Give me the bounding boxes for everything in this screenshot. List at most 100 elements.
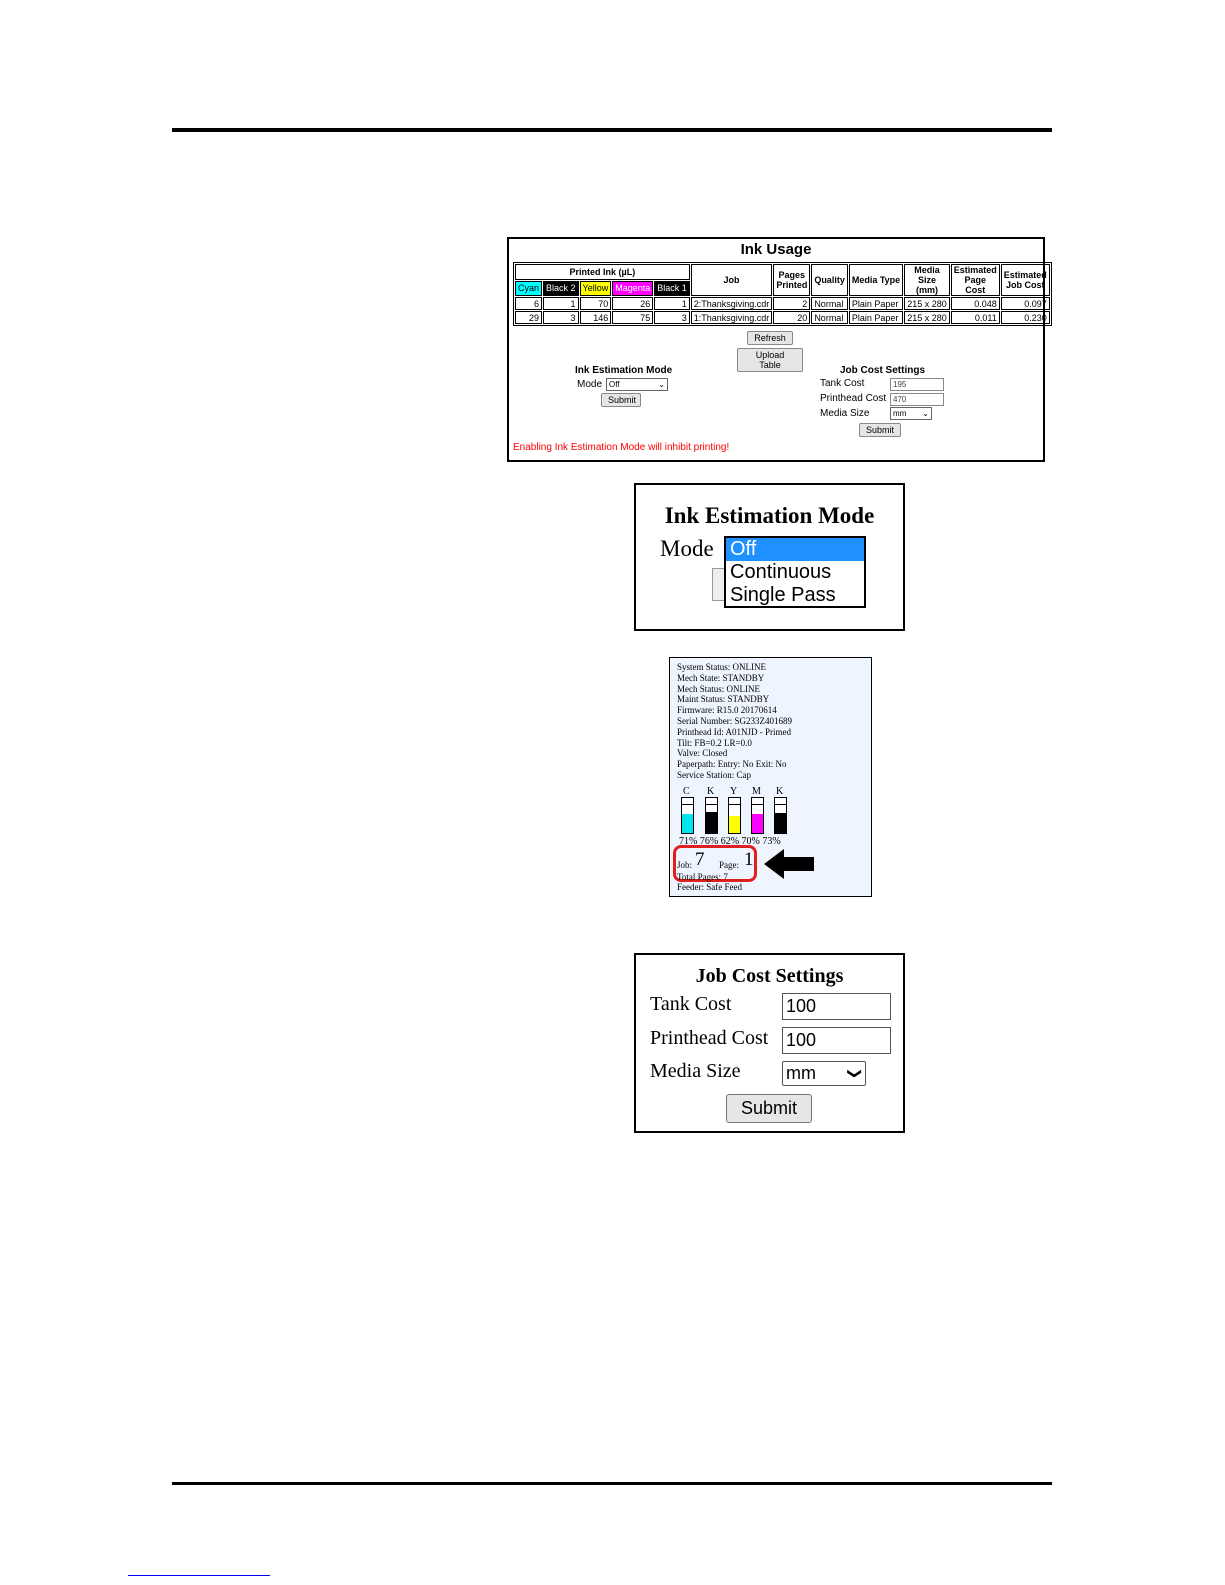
black2-ink-tank bbox=[774, 797, 787, 834]
job-page-highlight bbox=[673, 845, 757, 882]
cost-zoom-submit-button[interactable]: Submit bbox=[726, 1094, 812, 1123]
cell-media-type: Plain Paper bbox=[848, 311, 904, 324]
status-line: Tilt: FB=0.2 LR=0.0 bbox=[677, 737, 752, 748]
printhead-cost-zoom-input[interactable]: 100 bbox=[782, 1027, 891, 1054]
cell-magenta: 26 bbox=[612, 297, 654, 310]
job-header: Job bbox=[690, 264, 773, 296]
magenta-column-header: Magenta bbox=[612, 280, 654, 296]
yellow-ink-tank bbox=[728, 797, 741, 834]
mode-select[interactable]: Off ⌄ bbox=[606, 378, 668, 391]
ink-level-fill bbox=[682, 814, 693, 833]
cell-cyan: 29 bbox=[515, 311, 543, 324]
job-cost-heading: Job Cost Settings bbox=[840, 365, 926, 376]
magenta-percent: 70% bbox=[741, 836, 760, 847]
magenta-ink-tank bbox=[751, 797, 764, 834]
printer-status-panel: System Status: ONLINE Mech State: STANDB… bbox=[669, 657, 872, 897]
printhead-cost-input[interactable]: 470 bbox=[890, 393, 944, 406]
media-size-zoom-select[interactable]: mm ❯ bbox=[782, 1061, 866, 1086]
mode-option-continuous[interactable]: Continuous bbox=[730, 561, 832, 583]
tank-letter-c: C bbox=[683, 786, 690, 797]
refresh-button[interactable]: Refresh bbox=[747, 331, 793, 345]
cell-page-cost: 0.048 bbox=[950, 297, 1000, 310]
mode-option-off[interactable]: Off bbox=[726, 538, 864, 561]
est-page-cost-header: Estimated Page Cost bbox=[950, 264, 1000, 296]
cell-yellow: 70 bbox=[579, 297, 612, 310]
header-rule bbox=[172, 128, 1052, 132]
tank-letter-m: M bbox=[752, 786, 761, 797]
tank-letter-y: Y bbox=[730, 786, 738, 797]
black1-column-header: Black 1 bbox=[654, 280, 690, 296]
upload-table-button[interactable]: Upload Table bbox=[737, 348, 803, 372]
cell-quality: Normal bbox=[811, 311, 848, 324]
media-size-zoom-value: mm bbox=[786, 1063, 816, 1083]
tank-cost-input[interactable]: 195 bbox=[890, 378, 944, 391]
tank-mark bbox=[682, 804, 693, 805]
status-line: Service Station: Cap bbox=[677, 769, 751, 780]
cell-black2: 3 bbox=[543, 311, 579, 324]
status-line: Mech Status: ONLINE bbox=[677, 683, 760, 694]
table-row: 6 1 70 26 1 2:Thanksgiving.cdr 2 Normal … bbox=[515, 297, 1050, 310]
status-line: Maint Status: STANDBY bbox=[677, 694, 770, 705]
pointer-arrow-icon bbox=[764, 849, 814, 879]
job-cost-zoom-heading: Job Cost Settings bbox=[695, 965, 844, 987]
mode-zoom-label: Mode bbox=[660, 536, 714, 561]
media-size-select[interactable]: mm ⌄ bbox=[890, 407, 932, 420]
yellow-column-header: Yellow bbox=[579, 280, 612, 296]
tank-cost-zoom-label: Tank Cost bbox=[650, 993, 732, 1015]
tank-letter-k: K bbox=[707, 786, 715, 797]
ink-usage-panel: Ink Usage Printed Ink (µL) Job Pages Pri… bbox=[507, 237, 1052, 462]
cell-cyan: 6 bbox=[515, 297, 543, 310]
job-cost-zoom-panel: Job Cost Settings Tank Cost 100 Printhea… bbox=[634, 953, 905, 1133]
media-size-header: Media Size (mm) bbox=[904, 264, 950, 296]
cell-page-cost: 0.011 bbox=[950, 311, 1000, 324]
chevron-down-icon: ⌄ bbox=[922, 409, 929, 418]
mode-dropdown-list[interactable]: Off Continuous Single Pass bbox=[724, 536, 866, 608]
status-line: Paperpath: Entry: No Exit: No bbox=[677, 759, 787, 770]
cell-black1: 3 bbox=[654, 311, 690, 324]
status-line: System Status: ONLINE bbox=[677, 662, 766, 672]
cell-black1: 1 bbox=[654, 297, 690, 310]
media-type-header: Media Type bbox=[848, 264, 904, 296]
tank-cost-zoom-input[interactable]: 100 bbox=[782, 993, 891, 1020]
yellow-percent: 62% bbox=[720, 836, 740, 847]
tank-mark bbox=[775, 804, 786, 805]
cost-submit-button[interactable]: Submit bbox=[859, 423, 901, 437]
pages-printed-header: Pages Printed bbox=[773, 264, 811, 296]
printed-ink-header: Printed Ink (µL) bbox=[515, 264, 690, 280]
status-line: Mech State: STANDBY bbox=[677, 672, 765, 683]
cyan-percent: 71% bbox=[679, 836, 698, 847]
chevron-down-icon: ⌄ bbox=[658, 380, 665, 389]
cell-job-cost: 0.230 bbox=[1000, 311, 1050, 324]
printhead-cost-zoom-label: Printhead Cost bbox=[650, 1027, 769, 1049]
ink-level-fill bbox=[706, 812, 717, 833]
cell-black2: 1 bbox=[543, 297, 579, 310]
mode-option-single-pass[interactable]: Single Pass bbox=[730, 584, 836, 606]
cell-job-cost: 0.097 bbox=[1000, 297, 1050, 310]
est-job-cost-header: Estimated Job Cost bbox=[1000, 264, 1050, 296]
status-line: Printhead Id: A01NJD - Primed bbox=[677, 726, 791, 737]
job-value: 7 bbox=[695, 849, 705, 870]
mode-select-value: Off bbox=[609, 380, 620, 389]
tank-mark bbox=[752, 804, 763, 805]
quality-header: Quality bbox=[811, 264, 848, 296]
tank-letter-k2: K bbox=[776, 786, 784, 797]
chevron-down-icon: ❯ bbox=[847, 1067, 864, 1080]
tank-mark bbox=[706, 804, 717, 805]
printhead-cost-label: Printhead Cost bbox=[820, 393, 887, 404]
status-line: Serial Number: SG233Z401689 bbox=[677, 715, 792, 726]
page-value: 1 bbox=[744, 849, 754, 870]
mode-label: Mode bbox=[577, 379, 603, 390]
cell-quality: Normal bbox=[811, 297, 848, 310]
job-label: Job: bbox=[677, 860, 693, 870]
total-pages: Total Pages: 7 bbox=[677, 872, 728, 882]
ink-level-fill bbox=[729, 816, 740, 833]
cell-job: 2:Thanksgiving.cdr bbox=[690, 297, 773, 310]
ink-estimation-zoom-heading: Ink Estimation Mode bbox=[664, 503, 875, 528]
ink-level-fill bbox=[752, 814, 763, 833]
black-ink-tank bbox=[705, 797, 718, 834]
feeder-line: Feeder: Safe Feed bbox=[677, 882, 742, 892]
estimation-submit-button[interactable]: Submit bbox=[601, 393, 641, 407]
ink-percent-row: 71% 76% 62% 70% 73% bbox=[679, 836, 781, 847]
cell-yellow: 146 bbox=[579, 311, 612, 324]
status-lines: System Status: ONLINE Mech State: STANDB… bbox=[677, 662, 792, 781]
